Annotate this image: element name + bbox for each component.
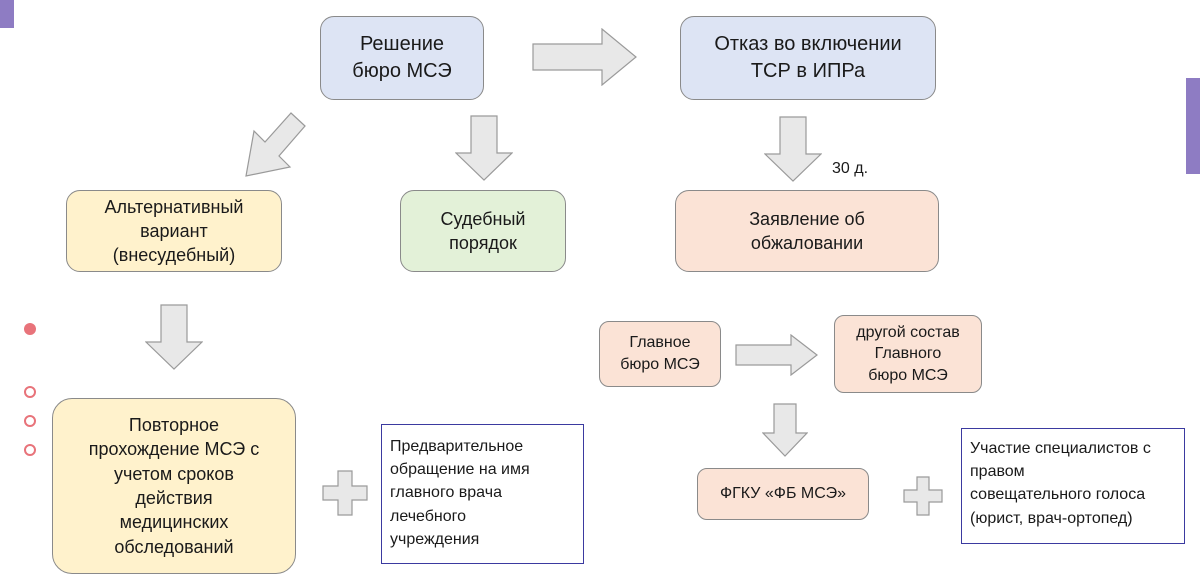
plus-icon <box>903 476 943 516</box>
preliminary-text: Предварительное обращение на имя главног… <box>390 438 530 548</box>
arrow-right-staff <box>735 334 818 376</box>
other-staff-text: другой состав Главного бюро МСЭ <box>856 323 960 384</box>
other-staff-box: другой состав Главного бюро МСЭ <box>834 315 982 393</box>
repeat-box: Повторное прохождение МСЭ с учетом сроко… <box>52 398 296 574</box>
accent-bar-right <box>1186 78 1200 174</box>
bullet-hollow <box>24 444 36 456</box>
court-box: Судебный порядок <box>400 190 566 272</box>
alternative-box: Альтернативный вариант (внесудебный) <box>66 190 282 272</box>
main-bureau-box: Главное бюро МСЭ <box>599 321 721 387</box>
arrow-down-court <box>455 115 513 181</box>
specialists-note: Участие специалистов с правом совещатель… <box>961 428 1185 544</box>
fgku-box: ФГКУ «ФБ МСЭ» <box>697 468 869 520</box>
refusal-text: Отказ во включении ТСР в ИПРа <box>714 33 902 82</box>
deadline-label: 30 д. <box>832 160 869 177</box>
arrow-down-left <box>245 112 306 177</box>
accent-bar-left <box>0 0 14 28</box>
decision-box: Решение бюро МСЭ <box>320 16 484 100</box>
court-text: Судебный порядок <box>440 208 526 253</box>
preliminary-note: Предварительное обращение на имя главног… <box>381 424 584 564</box>
bullet-filled <box>24 323 36 335</box>
arrow-down-repeat <box>145 304 203 370</box>
specialists-text: Участие специалистов с правом совещатель… <box>970 440 1151 527</box>
arrow-down-fgku <box>762 403 808 457</box>
repeat-text: Повторное прохождение МСЭ с учетом сроко… <box>88 415 260 557</box>
refusal-box: Отказ во включении ТСР в ИПРа <box>680 16 936 100</box>
decision-text: Решение бюро МСЭ <box>352 33 452 82</box>
bullet-hollow <box>24 386 36 398</box>
fgku-text: ФГКУ «ФБ МСЭ» <box>719 485 847 503</box>
main-bureau-text: Главное бюро МСЭ <box>620 334 700 373</box>
bullet-hollow <box>24 415 36 427</box>
alternative-text: Альтернативный вариант (внесудебный) <box>104 196 244 266</box>
plus-icon <box>322 470 368 516</box>
arrow-right-top <box>532 28 637 86</box>
appeal-text: Заявление об обжаловании <box>749 208 865 253</box>
appeal-box: Заявление об обжаловании <box>675 190 939 272</box>
arrow-down-appeal <box>764 116 822 182</box>
